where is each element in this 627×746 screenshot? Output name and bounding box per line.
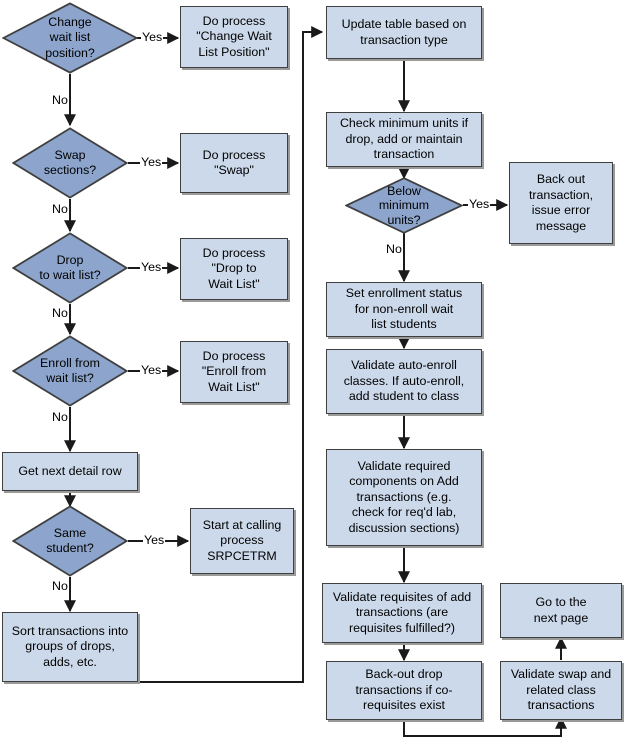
node-label: Do process "Drop to Wait List"	[202, 245, 266, 291]
node-label: Same student?	[46, 525, 94, 556]
node-label: Below minimum units?	[378, 183, 430, 227]
process-validate-swap[interactable]: Validate swap and related class transact…	[500, 661, 622, 720]
node-label: Back-out drop transactions if co- requis…	[355, 667, 453, 713]
edge-sort-to-update	[70, 26, 324, 683]
node-label: Go to the next page	[533, 595, 589, 625]
node-label: Swap sections?	[43, 147, 97, 178]
process-get-next-detail-row[interactable]: Get next detail row	[2, 452, 138, 491]
decision-swap-sections[interactable]: Swap sections?	[12, 127, 128, 199]
edge-backout-to-swapvalidate	[403, 716, 567, 737]
node-label: Start at calling process SRPCETRM	[202, 517, 282, 563]
edge-label-yes-below-minimum: Yes	[468, 197, 491, 211]
diamond-shape	[12, 505, 128, 577]
process-do-enroll-from-wait-list[interactable]: Do process "Enroll from Wait List"	[180, 341, 288, 403]
edge-label-no-drop: No	[51, 306, 69, 320]
edge-label-yes-same-student: Yes	[143, 533, 166, 547]
edge-label-no-enroll: No	[51, 410, 69, 424]
diamond-shape	[12, 335, 128, 407]
diamond-shape	[12, 127, 128, 199]
node-label: Update table based on transaction type	[341, 17, 467, 47]
decision-enroll-from-wait-list[interactable]: Enroll from wait list?	[12, 335, 128, 407]
node-label: Validate swap and related class transact…	[510, 667, 612, 713]
process-set-enrollment-status[interactable]: Set enrollment status for non-enroll wai…	[326, 282, 482, 337]
node-label: Validate requisites of add transactions …	[332, 589, 472, 635]
decision-same-student[interactable]: Same student?	[12, 505, 128, 577]
edge-label-no-below-minimum: No	[385, 242, 403, 256]
diamond-shape	[2, 2, 138, 74]
process-back-out-drop-transactions[interactable]: Back-out drop transactions if co- requis…	[326, 661, 482, 720]
process-validate-requisites[interactable]: Validate requisites of add transactions …	[322, 583, 482, 643]
decision-drop-to-wait-list[interactable]: Drop to wait list?	[12, 232, 128, 304]
process-do-swap[interactable]: Do process "Swap"	[180, 133, 288, 193]
node-label: Do process "Swap"	[202, 147, 266, 178]
process-do-change-wait-list-position[interactable]: Do process "Change Wait List Position"	[180, 6, 288, 68]
node-label: Back out transaction, issue error messag…	[528, 172, 594, 233]
process-validate-auto-enroll[interactable]: Validate auto-enroll classes. If auto-en…	[326, 349, 482, 414]
process-check-minimum-units[interactable]: Check minimum units if drop, add or main…	[326, 112, 482, 167]
node-label: Do process "Enroll from Wait List"	[201, 348, 267, 394]
node-label: Change wait list position?	[45, 14, 95, 60]
node-label: Drop to wait list?	[39, 252, 101, 283]
edge-label-yes-swap: Yes	[140, 155, 163, 169]
diamond-shape	[345, 177, 463, 234]
edge-label-no-swap: No	[51, 202, 69, 216]
edge-label-no-same-student: No	[51, 579, 69, 593]
node-label: Set enrollment status for non-enroll wai…	[345, 286, 463, 332]
process-update-table[interactable]: Update table based on transaction type	[326, 6, 482, 59]
diamond-shape	[12, 232, 128, 304]
node-label: Check minimum units if drop, add or main…	[339, 116, 469, 162]
process-validate-required-components[interactable]: Validate required components on Add tran…	[326, 449, 482, 546]
decision-below-minimum-units[interactable]: Below minimum units?	[345, 177, 463, 234]
edge-label-yes-change-wait-list: Yes	[141, 30, 164, 44]
decision-change-wait-list-position[interactable]: Change wait list position?	[2, 2, 138, 74]
edge-label-yes-drop: Yes	[140, 260, 163, 274]
edge-label-yes-enroll: Yes	[140, 363, 163, 377]
process-back-out-transaction[interactable]: Back out transaction, issue error messag…	[509, 162, 613, 244]
node-label: Do process "Change Wait List Position"	[196, 13, 272, 59]
node-label: Validate required components on Add tran…	[348, 458, 460, 535]
edge-label-no-change-wait-list: No	[51, 93, 69, 107]
process-go-to-next-page[interactable]: Go to the next page	[500, 583, 622, 638]
node-label: Sort transactions into groups of drops, …	[11, 623, 129, 669]
process-do-drop-to-wait-list[interactable]: Do process "Drop to Wait List"	[180, 238, 288, 300]
node-label: Enroll from wait list?	[40, 355, 100, 386]
process-sort-transactions[interactable]: Sort transactions into groups of drops, …	[2, 612, 138, 682]
node-label: Get next detail row	[18, 463, 122, 478]
process-start-at-calling-process[interactable]: Start at calling process SRPCETRM	[190, 508, 294, 574]
node-label: Validate auto-enroll classes. If auto-en…	[343, 358, 465, 404]
